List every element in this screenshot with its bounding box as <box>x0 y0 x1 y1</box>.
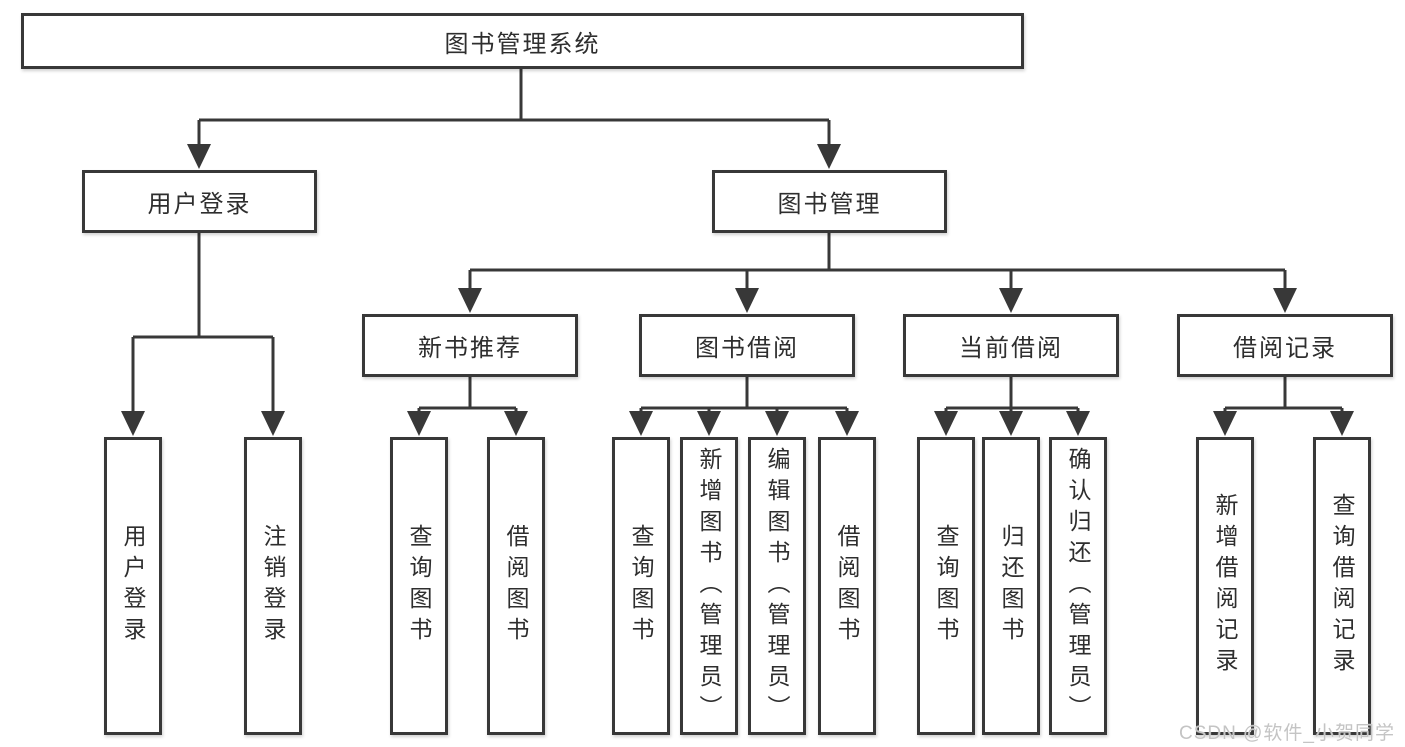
arrowhead-icon <box>1330 411 1354 436</box>
leaf-query-books-recommend: 查询图书 <box>390 437 448 735</box>
node-new-book-recommendation: 新书推荐 <box>362 314 578 377</box>
leaf-confirm-return-admin: 确认归还（管理员） <box>1049 437 1107 735</box>
arrowhead-icon <box>999 288 1023 313</box>
arrowhead-icon <box>261 411 285 436</box>
leaf-user-login: 用户登录 <box>104 437 162 735</box>
node-current-borrowing: 当前借阅 <box>903 314 1119 377</box>
arrowhead-icon <box>121 411 145 436</box>
arrowhead-icon <box>187 144 211 169</box>
node-user-login: 用户登录 <box>82 170 317 233</box>
arrowhead-icon <box>697 411 721 436</box>
node-borrowing-records: 借阅记录 <box>1177 314 1393 377</box>
leaf-query-books-current: 查询图书 <box>917 437 975 735</box>
arrowhead-icon <box>817 144 841 169</box>
leaf-borrow-books-borrowing: 借阅图书 <box>818 437 876 735</box>
watermark: CSDN @软件_小贺同学 <box>1179 723 1395 744</box>
leaf-borrow-books-recommend: 借阅图书 <box>487 437 545 735</box>
arrowhead-icon <box>1213 411 1237 436</box>
node-library-system: 图书管理系统 <box>21 13 1024 69</box>
leaf-add-books-admin: 新增图书（管理员） <box>680 437 738 735</box>
arrowhead-icon <box>407 411 431 436</box>
arrowhead-icon <box>458 288 482 313</box>
leaf-logout: 注销登录 <box>244 437 302 735</box>
arrowhead-icon <box>629 411 653 436</box>
leaf-add-borrow-record: 新增借阅记录 <box>1196 437 1254 735</box>
arrowhead-icon <box>1066 411 1090 436</box>
leaf-edit-books-admin: 编辑图书（管理员） <box>748 437 806 735</box>
arrowhead-icon <box>765 411 789 436</box>
arrowhead-icon <box>504 411 528 436</box>
arrowhead-icon <box>735 288 759 313</box>
arrowhead-icon <box>934 411 958 436</box>
node-book-borrowing: 图书借阅 <box>639 314 855 377</box>
arrowhead-icon <box>835 411 859 436</box>
arrowhead-icon <box>1273 288 1297 313</box>
leaf-query-borrow-record: 查询借阅记录 <box>1313 437 1371 735</box>
leaf-return-books: 归还图书 <box>982 437 1040 735</box>
leaf-query-books-borrowing: 查询图书 <box>612 437 670 735</box>
node-book-management: 图书管理 <box>712 170 947 233</box>
arrowhead-icon <box>999 411 1023 436</box>
